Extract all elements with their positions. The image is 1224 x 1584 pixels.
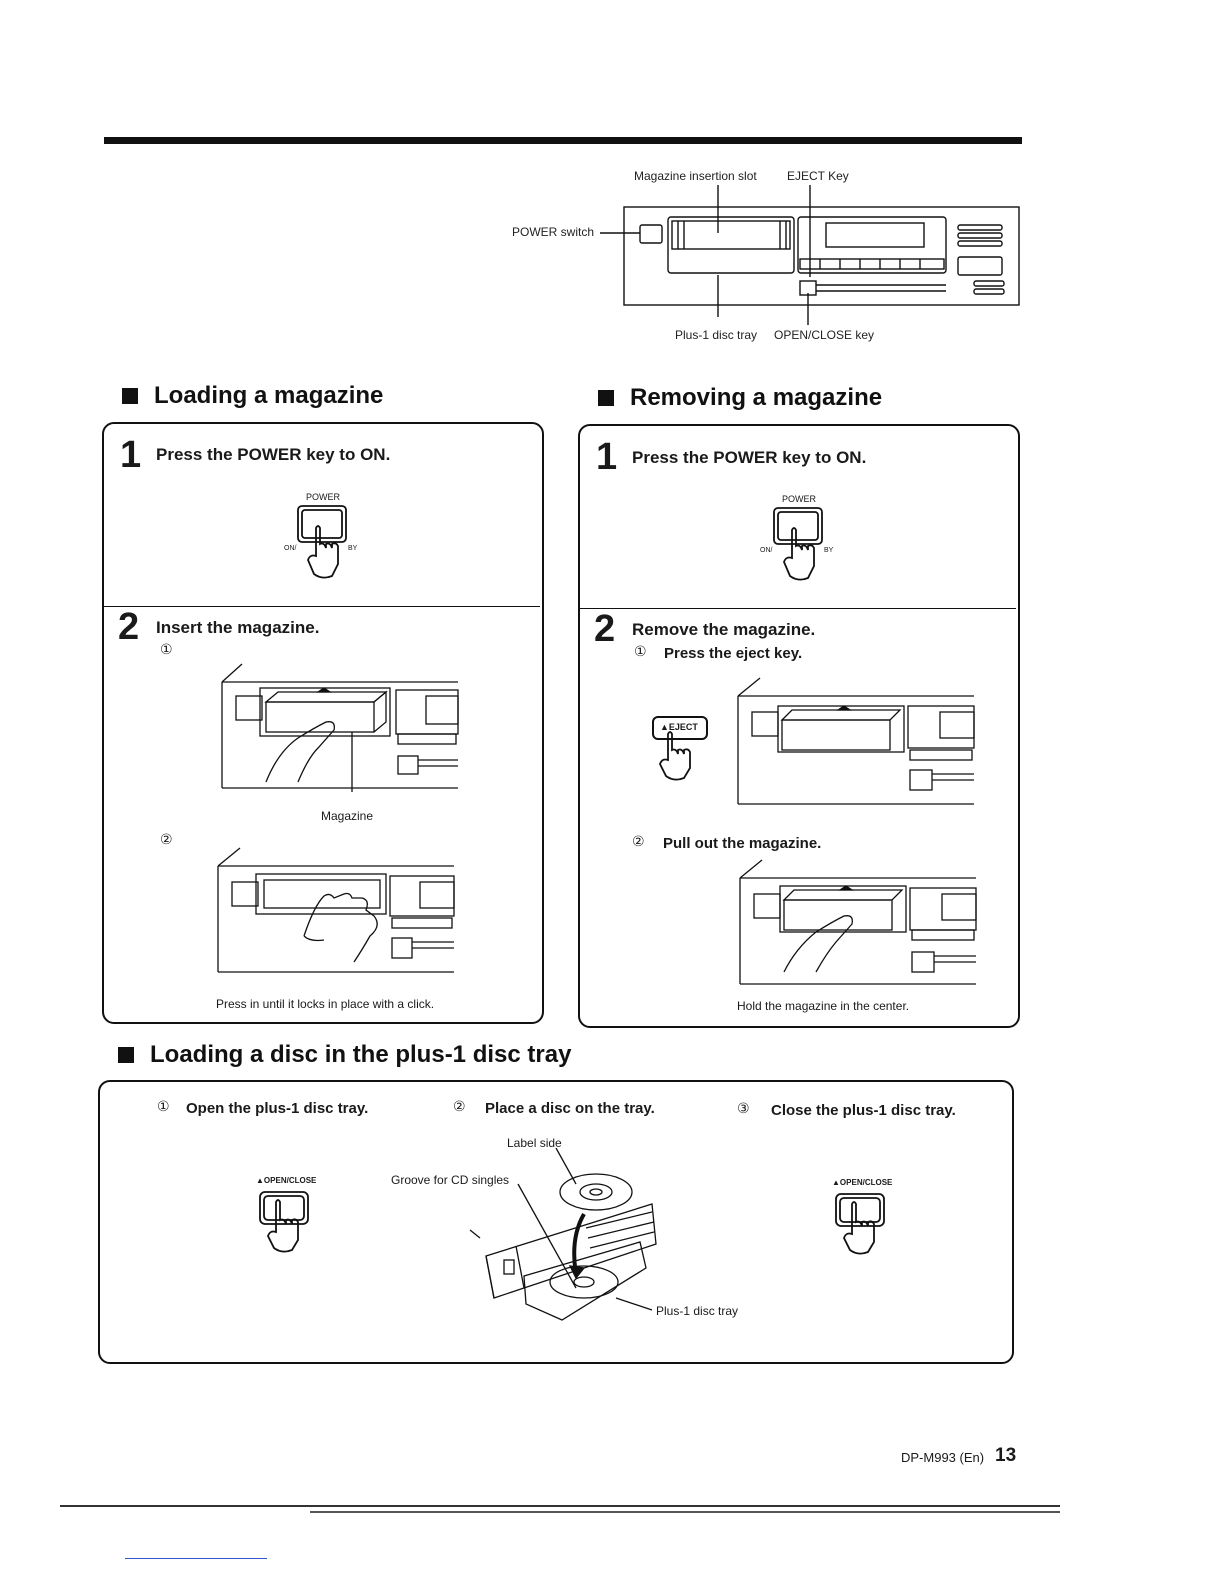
disc-tray-illustration (469, 1148, 657, 1321)
power-key-right-label: BY (824, 547, 834, 554)
footer-model: DP-M993 (En) (901, 1450, 985, 1465)
loading-section-title: Loading a magazine (122, 382, 383, 410)
bottom-rule-2 (310, 1511, 1060, 1513)
loading-title-text: Loading a magazine (154, 382, 384, 409)
loading-step1-title: Press the POWER key to ON. (156, 445, 391, 464)
power-key-illustration: POWER ON/ BY (728, 494, 848, 590)
disc-step2-marker: ② (453, 1099, 466, 1115)
ejected-magazine-illustration (737, 677, 975, 805)
groove-label: Groove for CD singles (391, 1173, 510, 1187)
power-key-right-label: BY (348, 545, 358, 552)
page-number: 13 (995, 1445, 1017, 1466)
loading-step2-title: Insert the magazine. (156, 618, 320, 637)
openclose-key-illustration: ▲OPEN/CLOSE (250, 1176, 320, 1256)
label-power-switch: POWER switch (512, 225, 595, 239)
removing-magazine-box (578, 424, 1020, 1028)
label-plus1-tray: Plus-1 disc tray (675, 328, 758, 342)
disc-step2-title: Place a disc on the tray. (485, 1100, 655, 1117)
openclose-key-label: ▲OPEN/CLOSE (832, 1178, 893, 1187)
label-magazine-slot: Magazine insertion slot (634, 169, 757, 183)
eject-key (652, 716, 708, 740)
removing-step2-title: Remove the magazine. (632, 620, 816, 639)
removing-step2-number: 2 (594, 608, 616, 650)
removing-caption: Hold the magazine in the center. (737, 999, 910, 1013)
loading-step1-number: 1 (120, 434, 142, 476)
disc-step3-title: Close the plus-1 disc tray. (771, 1102, 956, 1119)
section-bullet (598, 390, 614, 406)
removing-substep2-marker: ② (632, 834, 645, 850)
removing-step1-title: Press the POWER key to ON. (632, 448, 867, 467)
eject-key-label: ▲EJECT (660, 722, 698, 732)
top-rule (104, 137, 1022, 144)
removing-substep1-title: Press the eject key. (664, 645, 803, 662)
section-bullet (118, 1047, 134, 1063)
openclose-key-label: ▲OPEN/CLOSE (256, 1176, 317, 1185)
power-key-label: POWER (306, 492, 341, 502)
removing-title-text: Removing a magazine (630, 384, 883, 411)
hand-press-icon (659, 731, 691, 781)
power-key-label: POWER (782, 494, 817, 504)
loading-step-divider (104, 606, 540, 607)
loading-substep2-marker: ② (160, 832, 173, 848)
power-key-illustration: POWER ON/ BY (252, 492, 372, 588)
loading-substep1-marker: ① (160, 642, 173, 658)
hand-press-icon (297, 505, 347, 579)
section-bullet (122, 388, 138, 404)
eject-key-illustration: ▲EJECT (650, 712, 712, 784)
removing-section-title: Removing a magazine (598, 384, 882, 412)
label-side-label: Label side (507, 1136, 562, 1150)
bottom-rule (60, 1505, 1060, 1507)
disc-step1-title: Open the plus-1 disc tray. (186, 1100, 369, 1117)
push-magazine-illustration (217, 847, 455, 973)
loading-step2-number: 2 (118, 606, 140, 648)
pull-magazine-illustration (739, 859, 977, 985)
insert-magazine-illustration (221, 663, 459, 792)
hand-press-icon (773, 507, 823, 581)
disc-section-title: Loading a disc in the plus-1 disc tray (118, 1041, 571, 1069)
loading-caption: Press in until it locks in place with a … (216, 997, 435, 1011)
front-panel-diagram (600, 185, 1020, 325)
removing-substep1-marker: ① (634, 644, 647, 660)
removing-step-divider (580, 608, 1016, 609)
disc-step1-marker: ① (157, 1099, 170, 1115)
label-eject-key: EJECT Key (787, 169, 849, 183)
disc-tray-label: Plus-1 disc tray (656, 1304, 739, 1318)
removing-substep2-title: Pull out the magazine. (663, 835, 822, 852)
label-openclose-key: OPEN/CLOSE key (774, 328, 875, 342)
removing-step1-number: 1 (596, 436, 618, 478)
power-key-left-label: ON/ (760, 547, 773, 554)
disc-title-text: Loading a disc in the plus-1 disc tray (150, 1041, 572, 1068)
magazine-label: Magazine (321, 809, 374, 823)
scan-link-line (125, 1558, 267, 1559)
hand-press-icon (259, 1191, 309, 1253)
hand-press-icon (835, 1193, 885, 1255)
power-key-left-label: ON/ (284, 545, 297, 552)
disc-step3-marker: ③ (737, 1101, 750, 1117)
openclose-key-illustration: ▲OPEN/CLOSE (826, 1178, 896, 1258)
